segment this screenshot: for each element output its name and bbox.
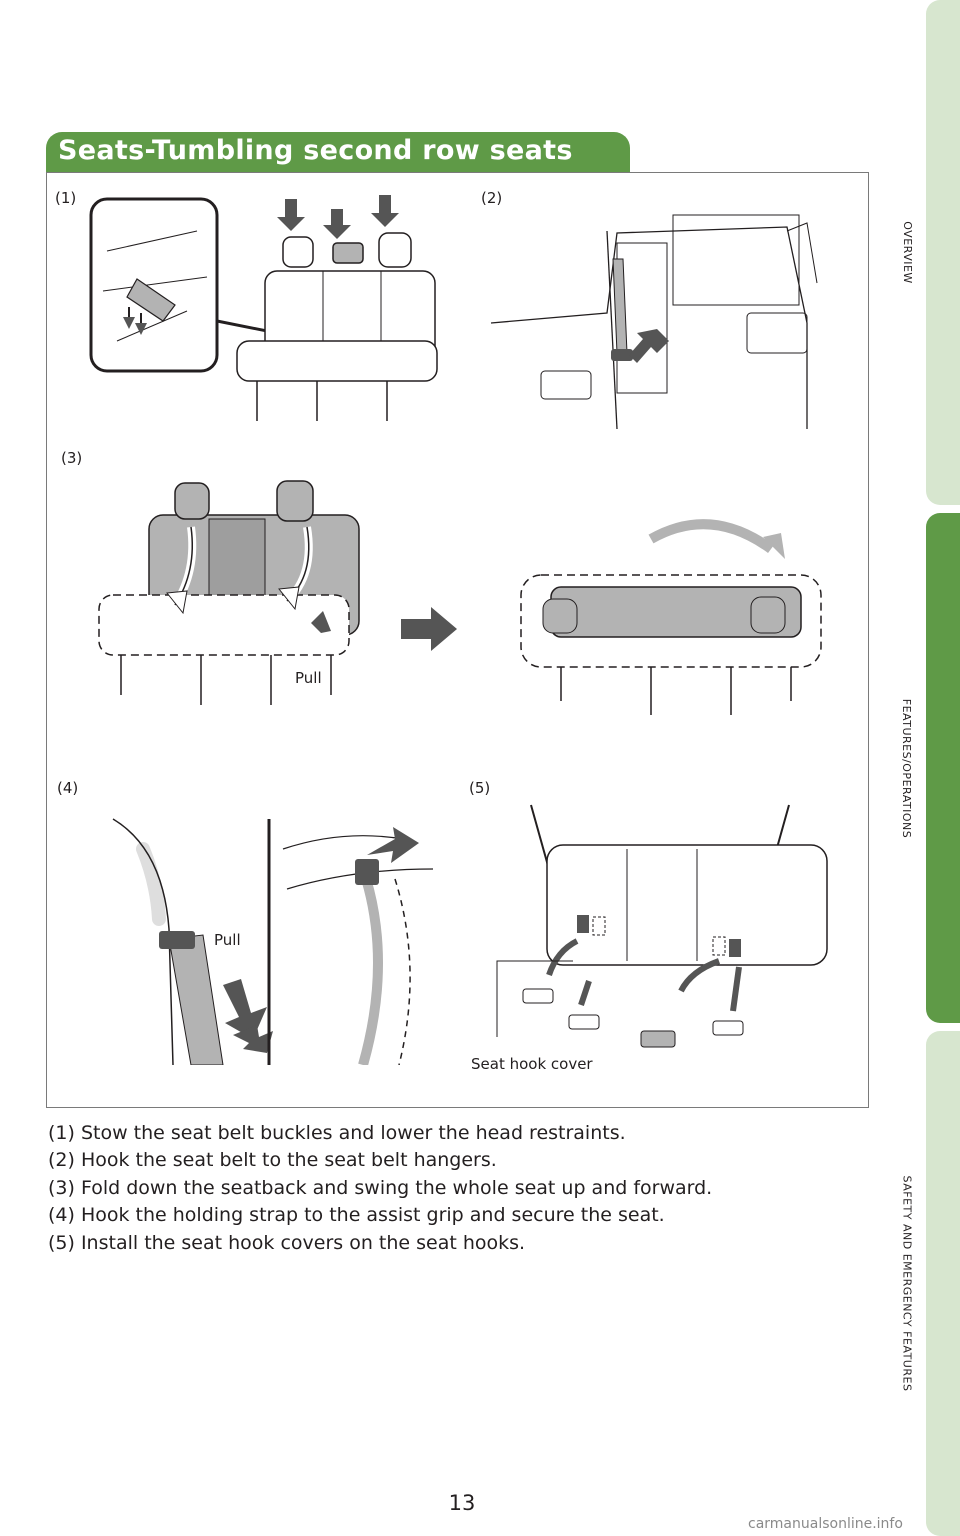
figure-4-holding-strap-illustration	[112, 818, 434, 1065]
seat-hook-cover	[522, 988, 554, 1004]
step-1: (1) Stow the seat belt buckles and lower…	[48, 1122, 626, 1144]
seat-hook-cover	[568, 1014, 600, 1030]
section-title: Seats-Tumbling second row seats	[58, 135, 573, 166]
holding-strap-shape	[168, 934, 224, 1065]
belt-hanger-shape	[611, 349, 633, 361]
instruction-steps: (1) Stow the seat belt buckles and lower…	[48, 1120, 888, 1257]
head-restraint-tumbled	[750, 596, 786, 634]
figure-3-fold-tumble-illustration	[98, 480, 822, 715]
figure-1-label: (1)	[55, 189, 77, 207]
arrow-down-icon	[371, 195, 399, 227]
head-restraint-left	[174, 482, 210, 520]
swing-arrow-icon	[648, 519, 774, 554]
pull-arrow-icon	[223, 979, 267, 1039]
illustration-frame: (1) (2) (3) (4) (5)	[46, 172, 869, 1108]
step-4: (4) Hook the holding strap to the assist…	[48, 1204, 665, 1227]
figure-2-label: (2)	[481, 189, 503, 207]
step-3: (3) Fold down the seatback and swing the…	[48, 1176, 713, 1199]
seat-hook-cover	[640, 1030, 676, 1048]
head-restraint-right	[378, 232, 412, 268]
figure-5-seat-hook-covers-illustration	[496, 804, 828, 1048]
figure-4-label: (4)	[57, 779, 79, 797]
head-restraint-left	[282, 236, 314, 268]
side-tab-overview-label: OVERVIEW	[900, 221, 914, 284]
pull-arrow-icon	[311, 611, 331, 633]
figure-3-label: (3)	[61, 449, 83, 467]
arrow-down-icon	[123, 317, 135, 329]
arrow-icon	[730, 966, 742, 1012]
side-tab-overview[interactable]	[926, 0, 960, 505]
arrow-down-icon	[135, 323, 147, 335]
arrow-down-icon	[277, 199, 305, 231]
strap-path	[358, 867, 383, 1065]
arrow-icon	[578, 980, 592, 1006]
arrow-down-icon	[323, 209, 351, 239]
arrow-icon	[546, 938, 579, 977]
side-tab-features-operations[interactable]	[926, 513, 960, 1023]
seat-cushion-shape	[236, 340, 438, 382]
head-restraint-center	[332, 242, 364, 264]
arrow-right-icon	[401, 607, 457, 651]
seat-hook-shape	[577, 915, 589, 933]
seat-cushion-dashed	[98, 594, 350, 656]
figure-2-belt-hanger-illustration	[490, 214, 818, 429]
figure-5-label: (5)	[469, 779, 491, 797]
pull-callout-figure-4: Pull	[214, 931, 241, 949]
seat-hook-cover	[712, 1020, 744, 1036]
seat-underside-shape	[546, 844, 828, 966]
watermark: carmanualsonline.info	[748, 1516, 903, 1532]
step-2: (2) Hook the seat belt to the seat belt …	[48, 1149, 497, 1172]
head-restraint-tumbled	[542, 598, 578, 634]
page-number: 13	[448, 1491, 476, 1515]
seat-belt-strap	[612, 258, 628, 354]
arrow-down-icon	[278, 586, 300, 611]
belt-buckle-shape	[126, 278, 176, 322]
arrow-icon	[678, 958, 721, 993]
arrow-icon	[367, 827, 419, 863]
step-5: (5) Install the seat hook covers on the …	[48, 1231, 526, 1254]
side-tab-features-label: FEATURES/OPERATIONS	[900, 698, 914, 838]
arrow-icon	[629, 329, 669, 363]
arrow-down-icon	[166, 590, 188, 615]
assist-grip-hook	[355, 859, 379, 885]
side-tab-safety-label: SAFETY AND EMERGENCY FEATURES	[900, 1175, 914, 1392]
head-restraint-right	[276, 480, 314, 522]
buckle-inset-frame	[89, 197, 219, 373]
figure-1-seat-buckles-illustration	[89, 195, 438, 421]
strap-buckle-shape	[159, 931, 195, 949]
side-tab-safety[interactable]	[926, 1031, 960, 1536]
seat-hook-shape	[729, 939, 741, 957]
callout-leader-line	[496, 960, 573, 1037]
arrow-icon	[233, 1025, 273, 1053]
pull-callout-figure-3: Pull	[295, 669, 322, 687]
section-banner: Seats-Tumbling second row seats	[46, 132, 630, 172]
seat-hook-cover-callout: Seat hook cover	[471, 1055, 593, 1073]
